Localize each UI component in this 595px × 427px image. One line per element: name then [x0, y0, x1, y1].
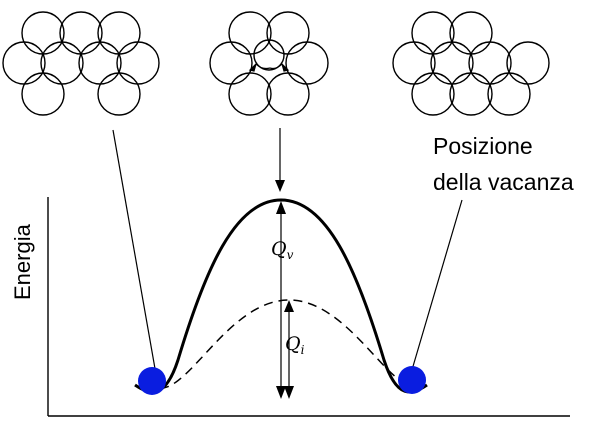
- vacancy-energy-curve: [134, 198, 428, 394]
- vacancy-label-line-2: della vacanza: [433, 169, 574, 195]
- right-pointer-line: [408, 199, 463, 381]
- vacancy-position-label: Posizione della vacanza: [433, 128, 574, 200]
- energy-axis-text: Energia: [10, 224, 35, 300]
- qi-arrow-top: [284, 300, 294, 312]
- atom-circle: [392, 41, 436, 85]
- atom-circle: [97, 72, 141, 116]
- right-atom-ball: [398, 366, 426, 394]
- middle-pointer-arrowhead: [275, 180, 285, 192]
- left-pointer-line: [112, 129, 158, 381]
- atom-circle: [285, 41, 329, 85]
- jumping-atom: [253, 39, 285, 71]
- qv-letter: Q: [271, 238, 287, 260]
- qi-subscript: i: [300, 343, 305, 357]
- qi-letter: Q: [285, 333, 301, 355]
- vacancy-label-line-1: Posizione: [433, 133, 533, 159]
- jump-arrows: [248, 61, 290, 72]
- atom-circle: [266, 11, 310, 55]
- qi-label: Qi: [285, 333, 304, 357]
- atom-circle: [21, 72, 65, 116]
- qv-arrow-top: [276, 201, 286, 214]
- atom-circle: [506, 41, 550, 85]
- atom-circle: [449, 72, 493, 116]
- atom-cluster-middle: [209, 11, 329, 116]
- left-atom-ball: [138, 367, 166, 395]
- atom-circle: [40, 41, 84, 85]
- interstitial-energy-curve: [159, 299, 419, 389]
- atom-circle: [449, 11, 493, 55]
- atom-circle: [2, 41, 46, 85]
- atom-circle: [411, 72, 455, 116]
- atom-circle: [468, 41, 512, 85]
- atom-cluster-left: [2, 11, 160, 116]
- atom-cluster-right: [392, 11, 550, 116]
- atom-circle: [21, 11, 65, 55]
- atom-circle: [59, 11, 103, 55]
- atom-circle: [97, 11, 141, 55]
- atom-circle: [487, 72, 531, 116]
- qv-arrow-bottom: [276, 386, 286, 399]
- atom-circle: [116, 41, 160, 85]
- qv-label: Qv: [271, 238, 293, 262]
- atom-circle: [209, 41, 253, 85]
- atom-circle: [228, 72, 272, 116]
- atom-circle: [266, 72, 310, 116]
- atom-circle: [411, 11, 455, 55]
- atom-circle: [430, 41, 474, 85]
- atom-circle: [228, 11, 272, 55]
- qi-arrow-bottom: [284, 386, 294, 399]
- qv-subscript: v: [286, 248, 294, 262]
- energy-axis-label: Energia: [10, 224, 36, 300]
- atom-circle: [78, 41, 122, 85]
